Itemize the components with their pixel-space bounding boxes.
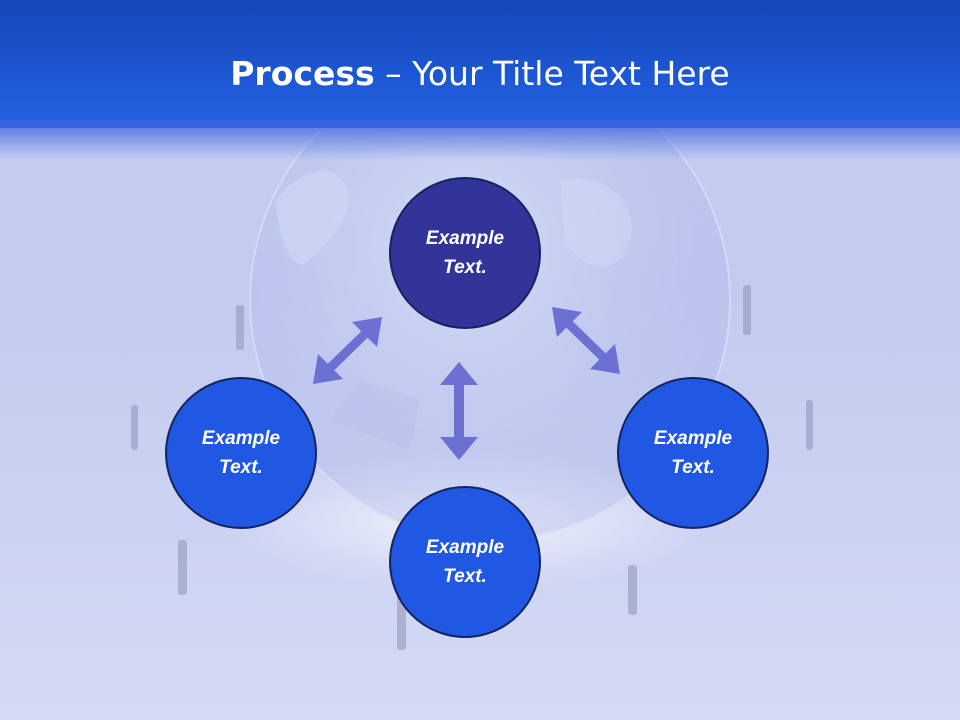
double-arrow-icon — [552, 307, 620, 374]
slide-title-rest: – Your Title Text Here — [374, 54, 730, 93]
process-step-bottom-label: Example Text. — [425, 537, 505, 587]
process-step-top: Example Text. — [389, 177, 541, 329]
process-step-left-label: Example Text. — [201, 428, 281, 478]
double-arrow-icon — [313, 317, 382, 384]
process-step-right: Example Text. — [617, 377, 769, 529]
slide-title-bold: Process — [230, 54, 375, 93]
process-step-bottom: Example Text. — [389, 486, 541, 638]
process-step-right-label: Example Text. — [653, 428, 733, 478]
title-bar-fade — [0, 120, 960, 160]
process-step-top-label: Example Text. — [425, 228, 505, 278]
process-step-left: Example Text. — [165, 377, 317, 529]
double-arrow-icon — [440, 362, 478, 460]
slide-title: Process – Your Title Text Here — [0, 52, 960, 96]
title-bar — [0, 0, 960, 128]
